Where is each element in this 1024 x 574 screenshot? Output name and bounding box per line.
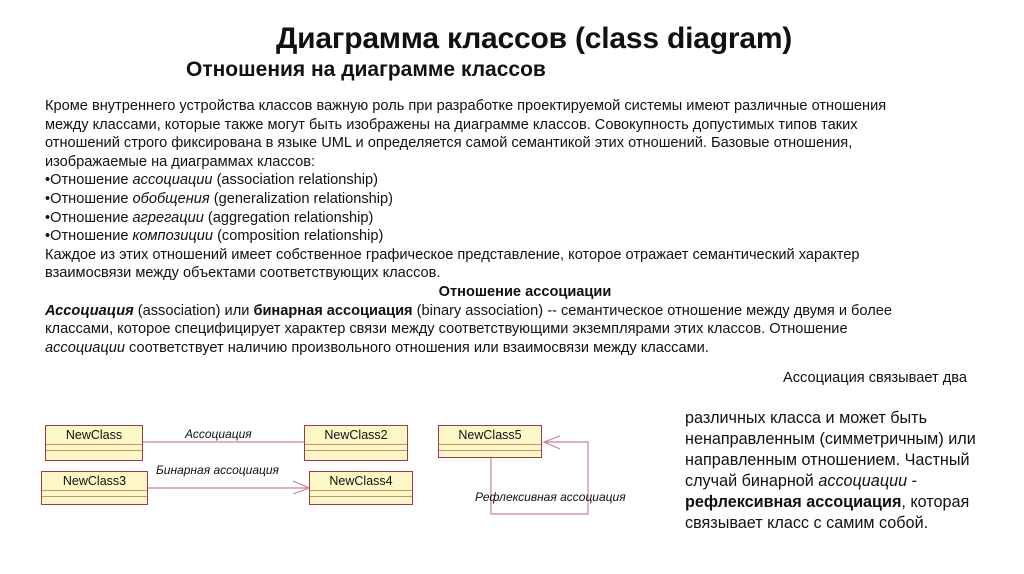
item-prefix: Отношение bbox=[50, 190, 133, 207]
term-association-italic: ассоциации bbox=[45, 339, 125, 356]
operations-compartment bbox=[46, 451, 142, 456]
slide-title: Диаграмма классов (class diagram) bbox=[276, 22, 793, 55]
section-heading: Отношение ассоциации bbox=[438, 283, 612, 300]
class-name: NewClass4 bbox=[310, 472, 412, 491]
item-english: (aggregation relationship) bbox=[203, 209, 374, 226]
item-english: (generalization relationship) bbox=[209, 190, 394, 207]
explanation-line: случай бинарной ассоциации - bbox=[685, 471, 976, 492]
item-prefix: Отношение bbox=[50, 228, 133, 245]
arrowhead-icon bbox=[542, 435, 561, 450]
explanation-text: случай бинарной bbox=[685, 472, 819, 490]
def-text: (association) или bbox=[133, 302, 254, 319]
bullet: • bbox=[45, 228, 51, 245]
def-text: (binary association) -- семантическое от… bbox=[412, 302, 892, 319]
attributes-compartment bbox=[46, 445, 142, 451]
item-prefix: Отношение bbox=[50, 172, 133, 189]
attributes-compartment bbox=[310, 491, 412, 497]
intro-line: отношений строго фиксирована в языке UML… bbox=[45, 135, 853, 152]
closing-line: Каждое из этих отношений имеет собственн… bbox=[45, 246, 860, 263]
item-term: композиции bbox=[132, 228, 214, 245]
binary-association-label: Бинарная ассоциация bbox=[156, 463, 279, 477]
relationship-item-composition: •Отношение композиции (composition relat… bbox=[45, 227, 995, 246]
right-note: Ассоциация связывает два bbox=[783, 370, 967, 386]
class-name: NewClass3 bbox=[42, 472, 147, 491]
explanation-text: - bbox=[907, 472, 917, 490]
relationship-item-generalization: •Отношение обобщения (generalization rel… bbox=[45, 190, 995, 209]
slide-subtitle: Отношения на диаграмме классов bbox=[186, 58, 546, 81]
reflexive-explanation: различных класса и может быть ненаправле… bbox=[685, 408, 976, 534]
operations-compartment bbox=[305, 451, 407, 456]
attributes-compartment bbox=[439, 445, 541, 451]
explanation-line: рефлексивная ассоциация, которая bbox=[685, 492, 976, 513]
def-text: соответствует наличию произвольного отно… bbox=[124, 339, 709, 356]
operations-compartment bbox=[310, 497, 412, 502]
item-term: ассоциации bbox=[132, 172, 213, 189]
bullet: • bbox=[45, 172, 51, 189]
uml-class-newclass3[interactable]: NewClass3 bbox=[41, 471, 148, 505]
association-def-line2: классами, которое специфицирует характер… bbox=[45, 321, 848, 338]
relationship-item-association: •Отношение ассоциации (association relat… bbox=[45, 171, 995, 190]
operations-compartment bbox=[42, 497, 147, 502]
intro-line: Кроме внутреннего устройства классов важ… bbox=[45, 98, 887, 114]
closing-line: взаимосвязи между объектами соответствую… bbox=[45, 265, 441, 282]
attributes-compartment bbox=[42, 491, 147, 497]
uml-class-newclass4[interactable]: NewClass4 bbox=[309, 471, 413, 505]
class-name: NewClass2 bbox=[305, 426, 407, 445]
item-prefix: Отношение bbox=[50, 209, 133, 226]
intro-line: между классами, которые также могут быть… bbox=[45, 116, 858, 133]
reflexive-association-label: Рефлексивная ассоциация bbox=[475, 490, 626, 504]
bullet: • bbox=[45, 190, 51, 207]
explanation-line: связывает класс с самим собой. bbox=[685, 514, 929, 532]
item-english: (association relationship) bbox=[212, 172, 378, 189]
explanation-line: различных класса и может быть bbox=[685, 409, 927, 427]
class-name: NewClass5 bbox=[439, 426, 541, 445]
item-term: агрегации bbox=[132, 209, 204, 226]
explanation-line: направленным отношением. Частный bbox=[685, 451, 970, 469]
class-name: NewClass bbox=[46, 426, 142, 445]
term-binary-association: бинарная ассоциация bbox=[253, 302, 413, 319]
intro-line: изображаемые на диаграммах классов: bbox=[45, 153, 316, 170]
attributes-compartment bbox=[305, 445, 407, 451]
term-association: Ассоциация bbox=[45, 302, 134, 319]
uml-class-newclass5[interactable]: NewClass5 bbox=[438, 425, 542, 458]
item-term: обобщения bbox=[132, 190, 210, 207]
association-def-line3: ассоциации соответствует наличию произво… bbox=[45, 339, 995, 358]
relationship-item-aggregation: •Отношение агрегации (aggregation relati… bbox=[45, 209, 995, 228]
reflexive-association-line bbox=[490, 441, 589, 515]
association-label: Ассоциация bbox=[185, 427, 252, 441]
bullet: • bbox=[45, 209, 51, 226]
explanation-term-bold: рефлексивная ассоциация bbox=[685, 493, 902, 511]
body-text: Кроме внутреннего устройства классов важ… bbox=[45, 97, 995, 357]
explanation-line: ненаправленным (симметричным) или bbox=[685, 430, 976, 448]
uml-class-newclass[interactable]: NewClass bbox=[45, 425, 143, 461]
explanation-text: , которая bbox=[901, 493, 970, 511]
item-english: (composition relationship) bbox=[213, 228, 384, 245]
operations-compartment bbox=[439, 451, 541, 456]
uml-class-newclass2[interactable]: NewClass2 bbox=[304, 425, 408, 461]
association-def-line1: Ассоциация (association) или бинарная ас… bbox=[45, 302, 995, 321]
explanation-term: ассоциации bbox=[818, 472, 908, 490]
